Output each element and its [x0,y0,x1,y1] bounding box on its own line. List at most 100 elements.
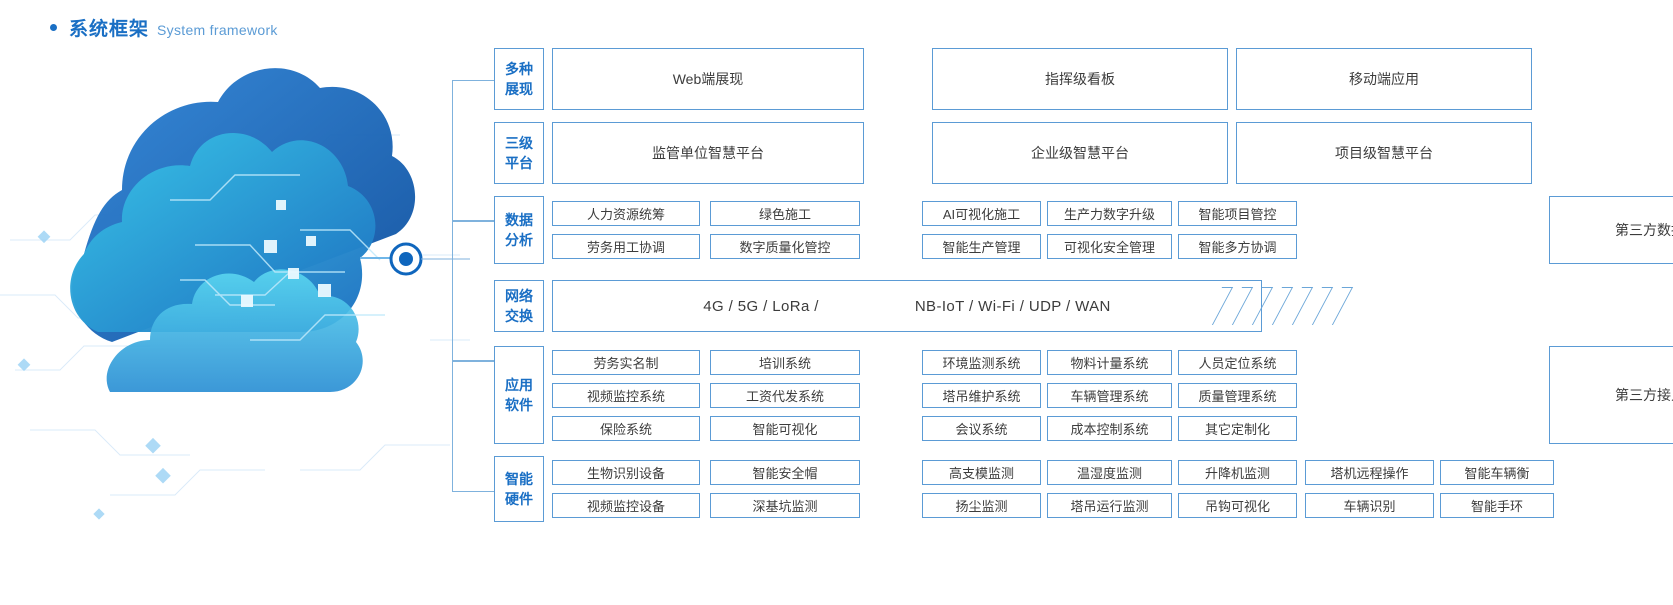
cell-meeting-system[interactable]: 会议系统 [922,415,1041,441]
cell-vehicle-management[interactable]: 车辆管理系统 [1047,382,1172,408]
group-display-1: Web端展现 [552,48,864,110]
row-application-software: 应用 软件 劳务实名制 培训系统 环境监测系统 物料计量系统 人员定位系统 视频… [494,346,1673,444]
cell-smart-multiparty-coord[interactable]: 智能多方协调 [1178,234,1297,259]
cell-payroll-system[interactable]: 工资代发系统 [710,382,860,408]
group-spacer-b [1228,122,1236,184]
cell-environment-monitoring[interactable]: 环境监测系统 [922,349,1041,375]
spacer [700,201,710,226]
row-label-line1: 智能 [505,470,533,487]
app-row-3: 保险系统 智能可视化 会议系统 成本控制系统 其它定制化 [552,415,1662,441]
cell-dust-monitoring[interactable]: 扬尘监测 [922,493,1041,518]
cell-crane-maintenance[interactable]: 塔吊维护系统 [922,382,1041,408]
spacer [1172,234,1178,259]
cell-smart-production-mgmt[interactable]: 智能生产管理 [922,234,1041,259]
spacer [860,349,922,375]
spacer [1172,382,1178,408]
group-spacer-a [864,122,932,184]
spacer [860,460,922,485]
spacer [1297,460,1305,485]
spacer [1172,493,1178,518]
cell-video-surveillance-device[interactable]: 视频监控设备 [552,493,700,518]
cell-green-construction[interactable]: 绿色施工 [710,201,860,226]
cell-cost-control-system[interactable]: 成本控制系统 [1047,415,1172,441]
app-row-2: 视频监控系统 工资代发系统 塔吊维护系统 车辆管理系统 质量管理系统 [552,382,1662,408]
cell-smart-wristband[interactable]: 智能手环 [1440,493,1554,518]
row-display: 多种 展现 Web端展现 指挥级看板 移动端应用 [494,48,1662,110]
row-label-data-analysis: 数据 分析 [494,196,544,264]
cell-smart-project-control[interactable]: 智能项目管控 [1178,201,1297,226]
box-web-display[interactable]: Web端展现 [552,48,864,110]
cell-vehicle-recognition[interactable]: 车辆识别 [1305,493,1434,518]
bracket-spine-mid [452,220,495,362]
bullet-dot [50,24,57,31]
row-platform: 三级 平台 监管单位智慧平台 企业级智慧平台 项目级智慧平台 [494,122,1662,184]
hardware-row-1: 生物识别设备 智能安全帽 高支模监测 温湿度监测 升降机监测 塔机远程操作 智能… [552,460,1673,485]
row-label-network: 网络 交换 [494,280,544,332]
row-label-line1: 多种 [505,60,533,77]
cell-high-formwork-monitoring[interactable]: 高支模监测 [922,460,1041,485]
spacer [860,201,922,226]
row-label-line1: 应用 [505,376,533,393]
cell-other-customization[interactable]: 其它定制化 [1178,415,1297,441]
spacer [1172,349,1178,375]
cell-personnel-positioning[interactable]: 人员定位系统 [1178,349,1297,375]
spacer [1041,382,1047,408]
row-label-line1: 三级 [505,134,533,151]
cell-digital-quality-control[interactable]: 数字质量化管控 [710,234,860,259]
spacer [1041,460,1047,485]
network-node [389,242,423,276]
cell-training-system[interactable]: 培训系统 [710,349,860,375]
box-third-party-data-sharing[interactable]: 第三方数据共享 [1549,196,1673,264]
network-right-label: NB-IoT / Wi-Fi / UDP / WAN [914,297,1111,315]
spacer [860,382,922,408]
cell-crane-remote-operation[interactable]: 塔机远程操作 [1305,460,1434,485]
spacer [1434,460,1440,485]
row-label-line2: 展现 [505,81,533,97]
cell-smart-visualization[interactable]: 智能可视化 [710,415,860,441]
group-platform-3: 项目级智慧平台 [1236,122,1532,184]
cell-hr-planning[interactable]: 人力资源统筹 [552,201,700,226]
group-spacer-b [1228,48,1236,110]
cell-quality-management[interactable]: 质量管理系统 [1178,382,1297,408]
spacer [700,234,710,259]
box-third-party-access-system[interactable]: 第三方接入系统 [1549,346,1673,444]
cell-productivity-upgrade[interactable]: 生产力数字升级 [1047,201,1172,226]
cell-material-metering[interactable]: 物料计量系统 [1047,349,1172,375]
box-network-protocols[interactable]: 4G / 5G / LoRa / NB-IoT / Wi-Fi / UDP / … [552,280,1262,332]
row-smart-hardware: 智能 硬件 生物识别设备 智能安全帽 高支模监测 温湿度监测 升降机监测 塔机远… [494,456,1673,522]
cell-crane-operation-monitoring[interactable]: 塔吊运行监测 [1047,493,1172,518]
spacer [1297,493,1305,518]
cell-elevator-monitoring[interactable]: 升降机监测 [1178,460,1297,485]
cell-deep-pit-monitoring[interactable]: 深基坑监测 [710,493,860,518]
spacer [700,460,710,485]
group-spacer-a [864,48,932,110]
box-regulator-platform[interactable]: 监管单位智慧平台 [552,122,864,184]
spacer [1172,415,1178,441]
cell-smart-weighbridge[interactable]: 智能车辆衡 [1440,460,1554,485]
box-project-platform[interactable]: 项目级智慧平台 [1236,122,1532,184]
spacer [1041,234,1047,259]
spacer [1041,349,1047,375]
cell-ai-visual-construction[interactable]: AI可视化施工 [922,201,1041,226]
row-network: 网络 交换 4G / 5G / LoRa / NB-IoT / Wi-Fi / … [494,280,1662,332]
cell-visual-safety-mgmt[interactable]: 可视化安全管理 [1047,234,1172,259]
cell-temp-humidity-monitoring[interactable]: 温湿度监测 [1047,460,1172,485]
box-mobile-app[interactable]: 移动端应用 [1236,48,1532,110]
cell-labor-coordination[interactable]: 劳务用工协调 [552,234,700,259]
box-enterprise-platform[interactable]: 企业级智慧平台 [932,122,1228,184]
cell-smart-helmet[interactable]: 智能安全帽 [710,460,860,485]
cell-hook-visualization[interactable]: 吊钩可视化 [1178,493,1297,518]
spacer [700,493,710,518]
bracket-spine-top [452,80,495,222]
box-command-board[interactable]: 指挥级看板 [932,48,1228,110]
cell-biometric-device[interactable]: 生物识别设备 [552,460,700,485]
spacer [1041,415,1047,441]
data-analysis-row-1: 人力资源统筹 绿色施工 AI可视化施工 生产力数字升级 智能项目管控 [552,201,1662,226]
cell-video-surveillance-system[interactable]: 视频监控系统 [552,382,700,408]
hardware-row-2: 视频监控设备 深基坑监测 扬尘监测 塔吊运行监测 吊钩可视化 车辆识别 智能手环 [552,493,1673,518]
bracket-spine-bottom [452,360,495,492]
spacer [700,349,710,375]
cell-labor-realname[interactable]: 劳务实名制 [552,349,700,375]
row-label-line1: 数据 [505,211,533,228]
cell-insurance-system[interactable]: 保险系统 [552,415,700,441]
